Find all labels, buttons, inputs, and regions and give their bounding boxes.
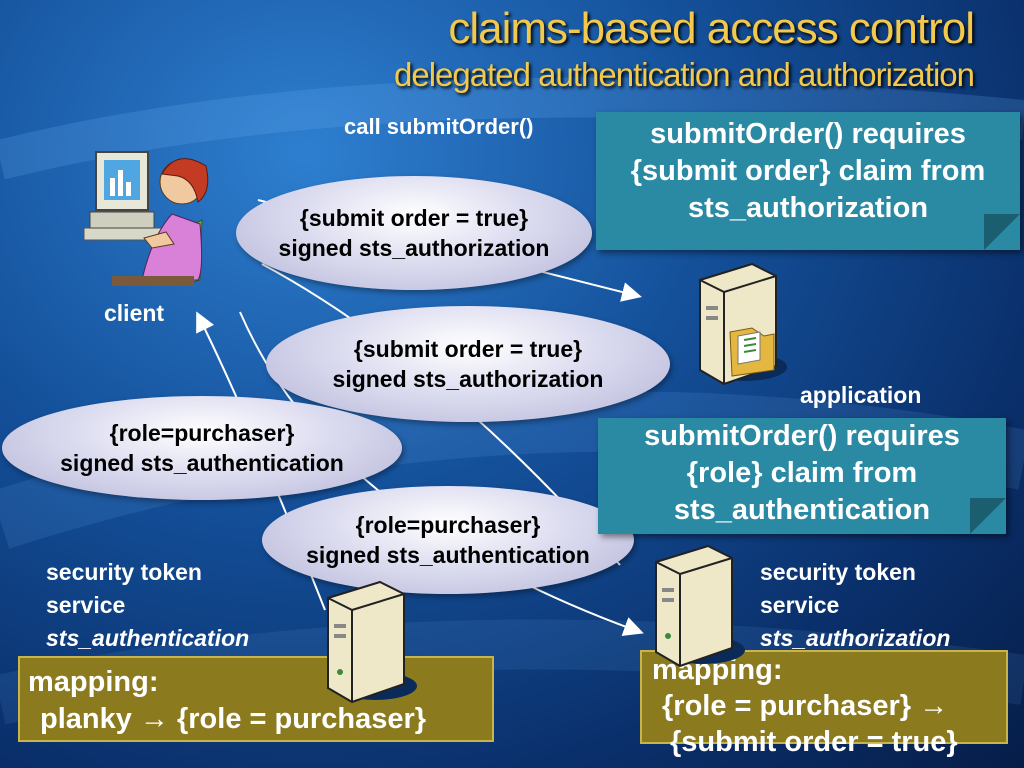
application-server-icon <box>699 262 787 386</box>
sts-name: sts_authorization <box>760 625 951 651</box>
note-line: sts_authentication <box>673 494 931 526</box>
token-line2: signed sts_authentication <box>60 450 344 476</box>
token-ellipse-4: {role=purchaser} signed sts_authenticati… <box>262 486 634 594</box>
token-ellipse-1: {submit order = true} signed sts_authori… <box>236 176 592 290</box>
mapping-line: planky → {role = purchaser} <box>40 703 427 735</box>
note-line: {submit order} claim from <box>630 155 986 187</box>
token-ellipse-3: {role=purchaser} signed sts_authenticati… <box>2 396 402 500</box>
mapping-line: mapping: <box>28 666 159 698</box>
sts-authentication-label: security token service sts_authenticatio… <box>46 556 249 655</box>
mapping-line: {submit order = true} <box>670 726 958 758</box>
token-line1: {role=purchaser} <box>109 420 295 446</box>
sts-authentication-server-icon <box>327 580 417 704</box>
note-line: submitOrder() requires <box>650 118 966 150</box>
application-label: application <box>800 382 922 408</box>
note-line: sts_authorization <box>687 192 929 224</box>
page-curl-icon <box>984 214 1020 250</box>
sts-authorization-label: security token service sts_authorization <box>760 556 950 655</box>
page-curl-icon <box>970 498 1006 534</box>
sts-line: security token <box>760 559 916 585</box>
token-line2: signed sts_authentication <box>306 542 590 568</box>
mapping-line: {role = purchaser} → <box>662 690 949 722</box>
token-line2: signed sts_authorization <box>278 235 550 261</box>
call-label: call submitOrder() <box>344 114 534 139</box>
slide-title: claims-based access control <box>448 4 975 53</box>
token-line1: {submit order = true} <box>299 205 529 231</box>
token-line1: {submit order = true} <box>353 336 583 362</box>
note-line: submitOrder() requires <box>644 420 960 452</box>
token-line1: {role=purchaser} <box>355 512 541 538</box>
mapping-box-left: mapping: planky → {role = purchaser} <box>18 656 494 742</box>
client-label: client <box>104 300 165 326</box>
sts-line: service <box>760 592 840 618</box>
sts-name: sts_authentication <box>46 625 250 651</box>
sts-line: service <box>46 592 126 618</box>
token-line2: signed sts_authorization <box>332 366 604 392</box>
mapping-box-right: mapping: {role = purchaser} → {submit or… <box>640 650 1008 758</box>
sts-line: security token <box>46 559 202 585</box>
token-ellipse-2: {submit order = true} signed sts_authori… <box>266 306 670 422</box>
note-top: submitOrder() requires {submit order} cl… <box>596 112 1020 250</box>
client-person-icon <box>83 151 209 286</box>
sts-authorization-server-icon <box>655 544 745 668</box>
note-line: {role} claim from <box>686 457 918 489</box>
slide-subtitle: delegated authentication and authorizati… <box>394 56 975 93</box>
note-mid: submitOrder() requires {role} claim from… <box>598 418 1006 534</box>
